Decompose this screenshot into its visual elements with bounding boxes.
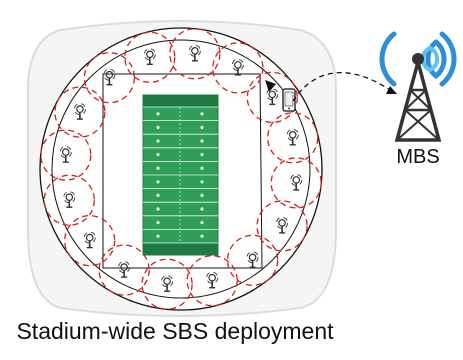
hash-mark: [200, 221, 204, 225]
coverage-circles: [40, 28, 322, 310]
diagram-caption: Stadium-wide SBS deployment: [16, 318, 334, 344]
hash-mark: [156, 125, 160, 130]
mbs-tower-icon: [379, 31, 457, 142]
link-arrow: [292, 71, 391, 102]
hash-mark: [200, 153, 204, 157]
coverage-circle: [212, 42, 264, 94]
signal-waves-icon: [379, 31, 457, 87]
inner-ring: [51, 39, 311, 299]
hash-mark: [156, 221, 160, 225]
coverage-circle: [267, 112, 319, 164]
coverage-circle: [246, 71, 298, 124]
coverage-circle: [141, 258, 193, 310]
hash-mark: [200, 180, 204, 184]
hash-mark: [156, 180, 160, 184]
coverage-circle: [43, 174, 95, 226]
arrow-icon: [265, 80, 276, 92]
coverage-circle: [64, 214, 116, 267]
hash-mark: [156, 207, 160, 211]
football-field: [142, 94, 219, 256]
hash-mark: [156, 166, 160, 170]
coverage-circle: [256, 200, 308, 252]
hash-mark: [156, 153, 160, 157]
hash-mark: [156, 139, 160, 143]
coverage-circle: [40, 129, 92, 181]
mbs-label: MBS: [396, 146, 440, 168]
hash-mark: [156, 234, 160, 238]
hash-mark: [200, 166, 204, 170]
hash-mark: [156, 193, 160, 197]
hash-mark: [200, 193, 204, 197]
link-arrowhead: [386, 86, 397, 94]
coverage-circle: [186, 255, 238, 307]
hash-mark: [200, 125, 204, 130]
mobile-phone-icon: [282, 88, 296, 112]
hash-mark: [200, 139, 204, 143]
coverage-circle: [270, 157, 322, 209]
hash-mark: [200, 234, 204, 238]
coverage-circle: [226, 234, 279, 286]
hash-mark: [156, 112, 160, 116]
hash-mark: [200, 207, 204, 211]
coverage-circle: [98, 244, 150, 296]
hash-mark: [200, 112, 204, 116]
